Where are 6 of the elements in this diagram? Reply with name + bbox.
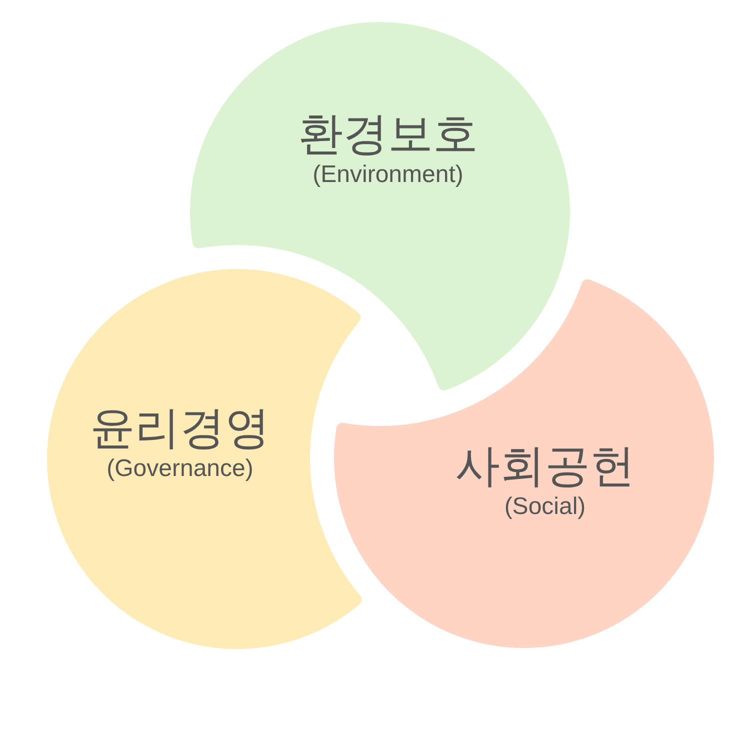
subtitle-text: (Environment) <box>312 160 464 190</box>
subtitle-text: (Social) <box>504 492 586 522</box>
subtitle-text: (Governance) <box>106 454 254 484</box>
heading-text: 사회공헌 <box>455 440 635 490</box>
heading-text: 환경보호 <box>298 108 478 158</box>
heading-text: 윤리경영 <box>90 402 270 452</box>
